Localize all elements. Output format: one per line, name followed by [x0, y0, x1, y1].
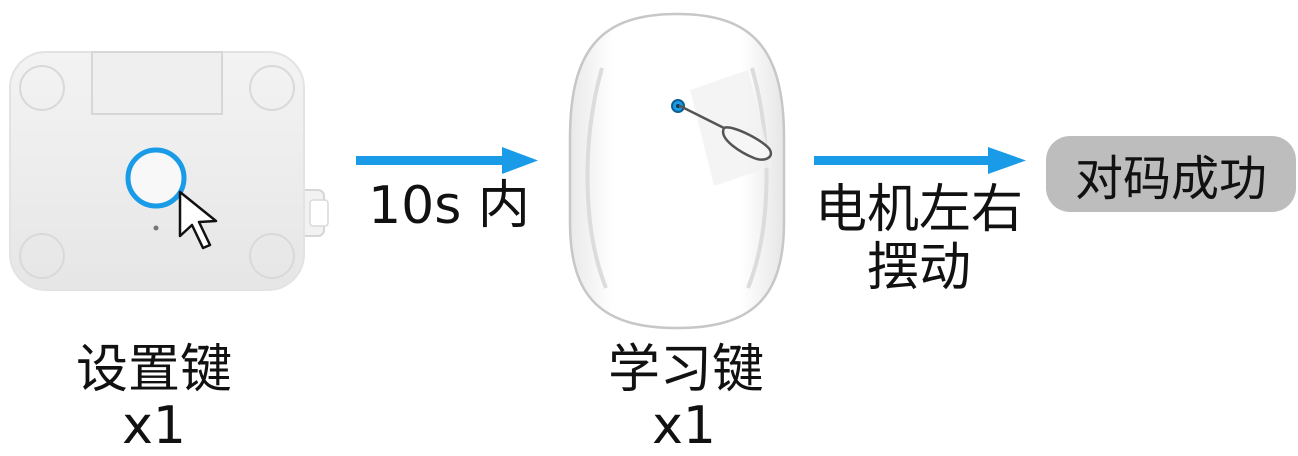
arrow-1 [356, 147, 538, 174]
settings-device [9, 51, 329, 291]
step1-name: 设置键 [75, 340, 232, 400]
arrow2-label-line1: 电机左右 [814, 180, 1023, 240]
step2-qty: x1 [652, 396, 716, 456]
learn-device [568, 12, 786, 330]
result-badge: 对码成功 [1046, 136, 1296, 212]
arrow1-label: 10s 内 [368, 176, 530, 236]
cursor-arrow-icon [178, 190, 218, 250]
arrow2-label-line2: 摆动 [866, 238, 971, 298]
step2-name: 学习键 [607, 340, 764, 400]
step1-qty: x1 [122, 396, 186, 456]
settings-button-highlight [125, 147, 187, 209]
arrow-2 [814, 147, 1026, 174]
sim-eject-pin-icon [678, 104, 773, 161]
